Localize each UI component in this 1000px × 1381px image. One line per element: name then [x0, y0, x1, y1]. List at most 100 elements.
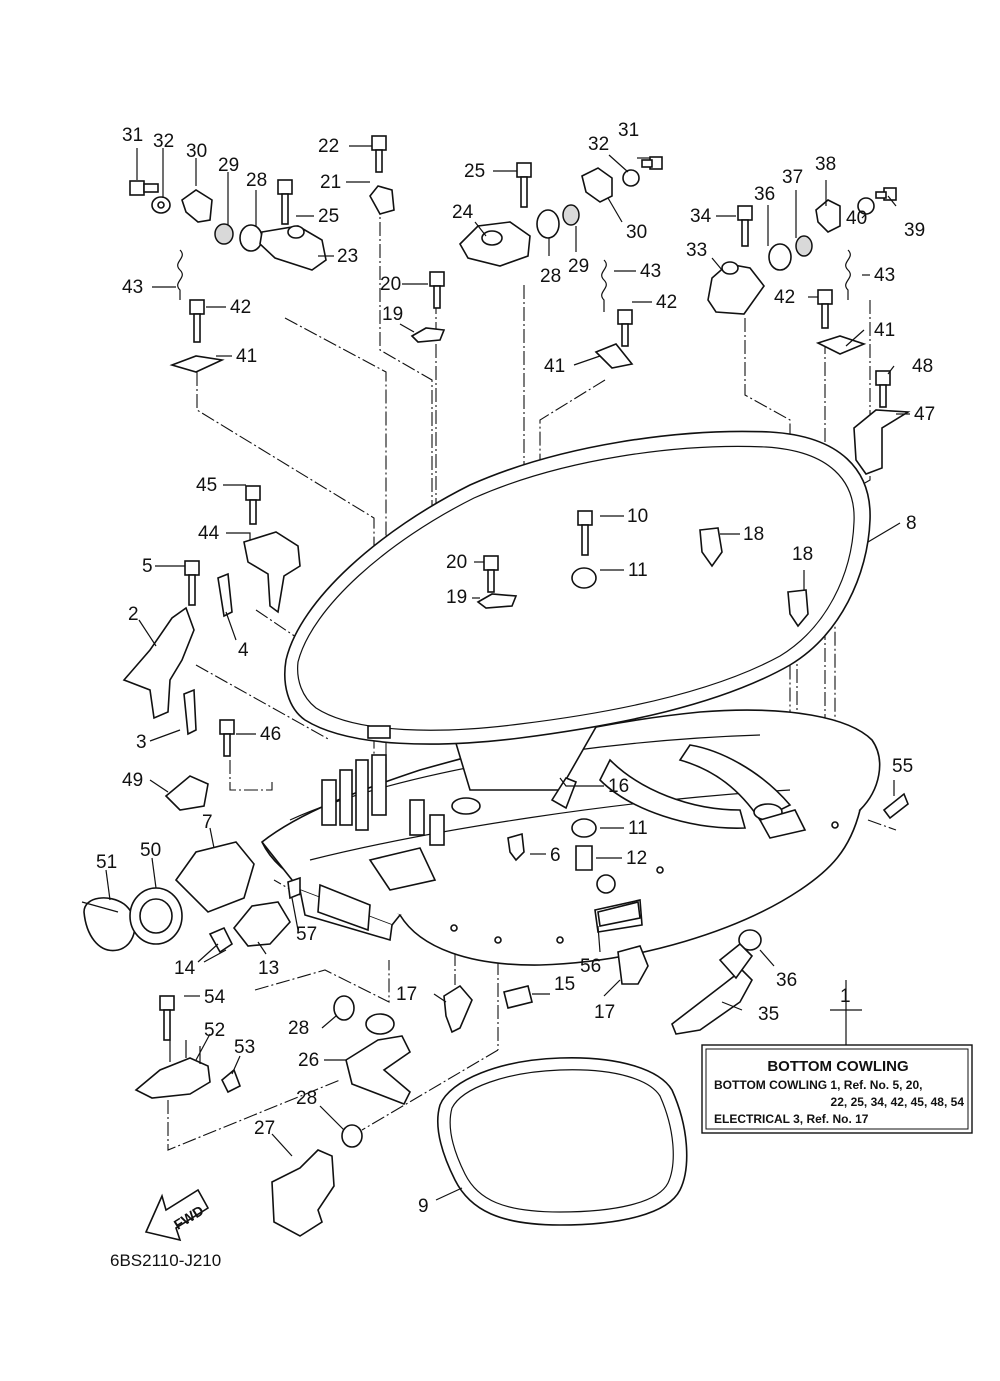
callout-9: 9 [418, 1196, 429, 1217]
callout-36: 36 [776, 970, 797, 991]
callout-15: 15 [554, 974, 575, 995]
callout-30: 30 [626, 222, 647, 243]
callout-6: 6 [550, 845, 561, 866]
bracket-47-icon [853, 409, 911, 475]
pin-3-icon [183, 688, 197, 736]
callout-5: 5 [142, 556, 153, 577]
grommet-28a-icon [239, 224, 263, 252]
plug-18a-icon [699, 527, 723, 568]
callout-21: 21 [320, 172, 341, 193]
cowling-seal-part-8 [284, 430, 871, 745]
tag-57-icon [287, 876, 301, 900]
clip-41b-icon [594, 343, 634, 369]
callout-56: 56 [580, 956, 601, 977]
callout-2: 2 [128, 604, 139, 625]
callout-41: 41 [236, 346, 257, 367]
callout-57: 57 [296, 924, 317, 945]
clip-41a-icon [169, 355, 225, 373]
grommet-36a-icon [768, 243, 792, 271]
plug-18b-icon [787, 589, 809, 628]
bracket-44-icon [243, 531, 301, 614]
callout-52: 52 [204, 1020, 225, 1041]
callout-30: 30 [186, 141, 207, 162]
callout-17: 17 [396, 984, 417, 1005]
callout-44: 44 [198, 523, 220, 544]
bolt-22-icon [371, 135, 387, 173]
callout-45: 45 [196, 475, 217, 496]
washer-37-icon [795, 235, 813, 257]
info-box-line-1: BOTTOM COWLING 1, Ref. No. 5, 20, [714, 1078, 922, 1092]
bolt-42b-icon [617, 309, 633, 347]
callout-7: 7 [202, 812, 213, 833]
callout-42: 42 [774, 287, 795, 308]
callout-1: 1 [840, 986, 851, 1007]
callout-16: 16 [608, 776, 629, 797]
callout-4: 4 [238, 640, 249, 661]
callout-53: 53 [234, 1037, 255, 1058]
knob-6-icon [507, 832, 525, 862]
tag-55-icon [882, 792, 909, 820]
callout-11: 11 [628, 818, 648, 839]
clip-21-icon [369, 185, 395, 215]
grommet-11a-icon [571, 567, 597, 589]
clip-49-icon [164, 775, 209, 811]
callout-18: 18 [743, 524, 764, 545]
callout-43: 43 [874, 265, 895, 286]
callout-31: 31 [618, 120, 639, 141]
lever-2-icon [122, 606, 195, 720]
boot-13-icon [232, 901, 291, 947]
callout-54: 54 [204, 987, 226, 1008]
callout-19: 19 [446, 587, 467, 608]
callout-40: 40 [846, 208, 867, 229]
callout-11: 11 [628, 560, 648, 581]
spring-43c-icon [845, 249, 851, 300]
bottom-seal-part-9 [436, 1057, 688, 1226]
grommet-36b-icon [738, 929, 762, 951]
callout-32: 32 [588, 134, 609, 155]
callout-42: 42 [656, 292, 677, 313]
plug-17a-icon [443, 984, 473, 1034]
connector-7-icon [174, 841, 255, 913]
callout-31: 31 [122, 125, 143, 146]
holder-33-icon [707, 263, 765, 315]
callout-46: 46 [260, 724, 281, 745]
callout-29: 29 [568, 256, 589, 277]
callout-25: 25 [318, 206, 339, 227]
band-51-icon [83, 897, 136, 952]
callout-28: 28 [296, 1088, 317, 1109]
info-box-line-3: ELECTRICAL 3, Ref. No. 17 [714, 1112, 869, 1126]
callout-3: 3 [136, 732, 147, 753]
callout-18: 18 [792, 544, 813, 565]
label-56-icon [597, 901, 641, 927]
bracket-52-icon [134, 1057, 211, 1099]
bolt-54-icon [159, 995, 175, 1041]
callout-41: 41 [544, 356, 565, 377]
info-box-title: BOTTOM COWLING [767, 1058, 908, 1075]
callout-48: 48 [912, 356, 933, 377]
callout-25: 25 [464, 161, 485, 182]
pin-4-icon [217, 572, 233, 618]
callout-23: 23 [337, 246, 358, 267]
bolt-10-icon [577, 510, 593, 556]
grommet-11b-icon [571, 818, 597, 838]
callout-51: 51 [96, 852, 117, 873]
bolt-34-icon [737, 205, 753, 247]
small-parts [81, 135, 911, 1237]
callout-labels: 31 32 30 29 28 25 23 22 21 43 42 41 25 2… [96, 120, 935, 1217]
bolt-25b-icon [516, 162, 532, 208]
callout-55: 55 [892, 756, 913, 777]
callout-33: 33 [686, 240, 707, 261]
callout-39: 39 [904, 220, 925, 241]
callout-13: 13 [258, 958, 279, 979]
callout-10: 10 [627, 506, 648, 527]
bracket-26-icon [345, 1035, 412, 1106]
callout-32: 32 [153, 131, 174, 152]
screw-39-icon [875, 187, 897, 201]
bolt-46-icon [219, 719, 235, 757]
callout-22: 22 [318, 136, 339, 157]
spring-43b-icon [601, 259, 607, 312]
callout-14: 14 [174, 958, 196, 979]
callout-29: 29 [218, 155, 239, 176]
callout-50: 50 [140, 840, 161, 861]
screw-31a-icon [129, 180, 159, 196]
